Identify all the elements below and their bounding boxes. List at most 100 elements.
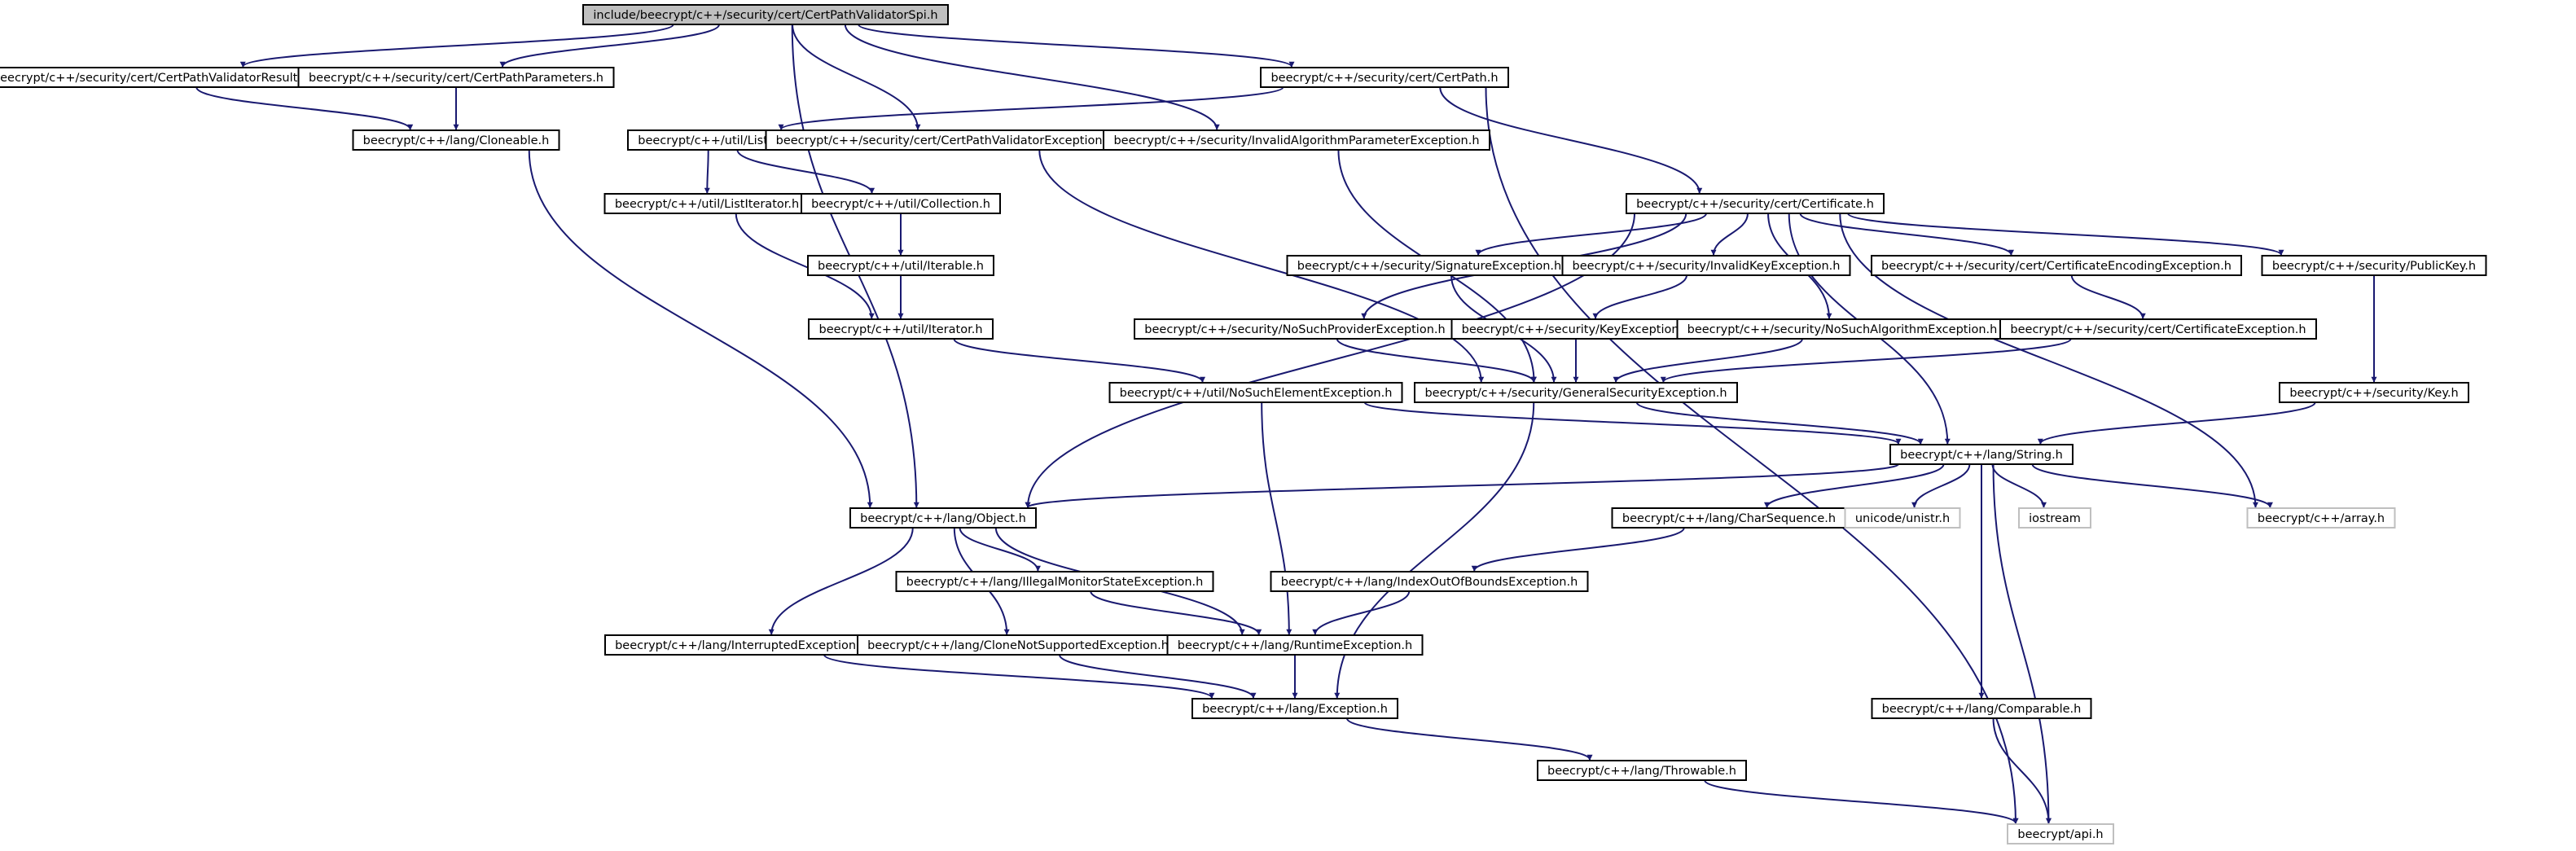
graph-node-label: beecrypt/api.h [2017,828,2103,841]
graph-edge [2037,401,2316,445]
graph-edge [704,149,710,194]
graph-node-label: beecrypt/c++/util/ListIterator.h [615,198,799,211]
graph-edge [1059,654,1257,699]
graph-node[interactable]: beecrypt/c++/lang/String.h [1889,444,2074,465]
graph-node-box [582,4,949,25]
graph-edge [858,24,1295,68]
graph-node-box [1191,698,1398,719]
graph-edge [778,86,1284,130]
graph-edge [1992,717,2052,824]
graph-node[interactable]: beecrypt/c++/util/List.h [627,129,790,151]
graph-node-box [807,255,994,276]
graph-node[interactable]: beecrypt/c++/lang/IllegalMonitorStateExc… [895,571,1214,592]
graph-node-box [2018,507,2091,529]
graph-edge [1439,86,1703,194]
graph-node-box [2261,255,2487,276]
graph-node-label: beecrypt/c++/security/cert/CertPathValid… [776,134,1114,147]
graph-edge [735,213,875,319]
graph-node: beecrypt/api.h [2007,823,2114,844]
graph-node[interactable]: beecrypt/c++/lang/InterruptedException.h [604,634,878,656]
graph-edge [1991,463,2047,508]
graph-node-box [1166,634,1424,656]
graph-node-label: beecrypt/c++/security/cert/CertPathValid… [0,72,309,85]
graph-edge [1911,463,1971,508]
graph-node-box [1103,129,1490,151]
graph-node[interactable]: beecrypt/c++/security/cert/CertPathParam… [297,67,615,88]
graph-node-label: beecrypt/c++/security/PublicKey.h [2272,260,2476,273]
graph-node-label: beecrypt/c++/lang/CloneNotSupportedExcep… [867,639,1169,652]
graph-node[interactable]: beecrypt/c++/security/NoSuchProviderExce… [1134,318,1456,340]
graph-node[interactable]: beecrypt/c++/security/InvalidKeyExceptio… [1561,255,1851,276]
graph-node[interactable]: beecrypt/c++/security/Key.h [2279,382,2469,403]
graph-node[interactable]: beecrypt/c++/security/NoSuchAlgorithmExc… [1676,318,2008,340]
graph-node[interactable]: beecrypt/c++/lang/Throwable.h [1537,760,1747,781]
graph-edge [1839,213,2258,508]
graph-node-label: beecrypt/c++/security/KeyException.h [1462,323,1691,336]
graph-node-label: beecrypt/c++/security/NoSuchProviderExce… [1144,323,1445,336]
graph-node-label: beecrypt/c++/security/GeneralSecurityExc… [1424,387,1727,400]
graph-node-label: beecrypt/c++/util/Iterator.h [818,323,982,336]
graph-node-label: beecrypt/c++/security/SignatureException… [1297,260,1561,273]
graph-node[interactable]: beecrypt/c++/util/ListIterator.h [603,193,810,214]
graph-node[interactable]: beecrypt/c++/lang/Object.h [849,507,1037,529]
graph-node-box [1844,507,1961,529]
graph-node-label: beecrypt/c++/lang/IllegalMonitorStateExc… [906,576,1204,589]
graph-node-box [1889,444,2074,465]
graph-node-label: beecrypt/c++/array.h [2258,512,2385,525]
graph-node[interactable]: beecrypt/c++/security/cert/CertificateEn… [1871,255,2242,276]
graph-node[interactable]: beecrypt/c++/util/Iterator.h [808,318,994,340]
graph-node-label: beecrypt/c++/lang/Cloneable.h [363,134,550,147]
graph-node-label: beecrypt/c++/lang/IndexOutOfBoundsExcept… [1281,576,1578,589]
graph-node-box [603,193,810,214]
graph-node[interactable]: beecrypt/c++/lang/IndexOutOfBoundsExcept… [1270,571,1589,592]
graph-node-box [297,67,615,88]
graph-node[interactable]: beecrypt/c++/security/cert/CertPath.h [1260,67,1509,88]
graph-node[interactable]: beecrypt/c++/security/cert/CertPathValid… [765,129,1125,151]
graph-node-box [1414,382,1738,403]
graph-node-box [1537,760,1747,781]
graph-edge [1592,274,1687,319]
graph-edge [1799,213,2014,256]
graph-node-box [895,571,1214,592]
graph-node-box [849,507,1037,529]
graph-node-box [1871,255,2242,276]
graph-node-label: beecrypt/c++/security/Key.h [2289,387,2458,400]
graph-edge [823,654,1215,699]
graph-node-label: beecrypt/c++/security/NoSuchAlgorithmExc… [1687,323,1998,336]
graph-node[interactable]: beecrypt/c++/security/KeyException.h [1450,318,1701,340]
graph-node[interactable]: beecrypt/c++/lang/Comparable.h [1871,698,2092,719]
graph-node[interactable]: beecrypt/c++/security/cert/Certificate.h [1626,193,1885,214]
graph-node[interactable]: beecrypt/c++/util/NoSuchElementException… [1108,382,1403,403]
graph-node[interactable]: beecrypt/c++/security/PublicKey.h [2261,255,2487,276]
graph-node[interactable]: include/beecrypt/c++/security/cert/CertP… [582,4,949,25]
graph-edge [1485,86,2019,824]
graph-node-label: beecrypt/c++/util/NoSuchElementException… [1120,387,1393,400]
graph-edge [1471,527,1685,572]
graph-node[interactable]: beecrypt/c++/security/SignatureException… [1286,255,1573,276]
graph-edge [953,338,1206,383]
graph-node[interactable]: beecrypt/c++/security/cert/CertificateEx… [1999,318,2317,340]
graph-node[interactable]: beecrypt/c++/lang/Exception.h [1191,698,1398,719]
graph-node-label: beecrypt/c++/util/Iterable.h [818,260,984,273]
graph-node-label: beecrypt/c++/lang/String.h [1900,449,2063,462]
graph-node[interactable]: beecrypt/c++/lang/CloneNotSupportedExcep… [857,634,1179,656]
graph-node[interactable]: beecrypt/c++/lang/RuntimeException.h [1166,634,1424,656]
graph-node-box [0,67,320,88]
graph-node-box [1561,255,1851,276]
graph-node[interactable]: beecrypt/c++/lang/Cloneable.h [352,129,560,151]
graph-node[interactable]: beecrypt/c++/util/Iterable.h [807,255,994,276]
graph-node-box [857,634,1179,656]
graph-node[interactable]: beecrypt/c++/security/GeneralSecurityExc… [1414,382,1738,403]
graph-node[interactable]: beecrypt/c++/security/InvalidAlgorithmPa… [1103,129,1490,151]
graph-node[interactable]: beecrypt/c++/util/Collection.h [801,193,1001,214]
graph-node[interactable]: beecrypt/c++/lang/CharSequence.h [1611,507,1847,529]
graph-edge [1345,717,1593,761]
graph-node[interactable]: beecrypt/c++/security/cert/CertPathValid… [0,67,320,88]
graph-edge [1475,213,1707,256]
graph-node-label: iostream [2029,512,2081,525]
graph-edge [1038,149,1485,383]
graph-edge [239,24,674,68]
graph-node-label: beecrypt/c++/util/List.h [638,134,779,147]
